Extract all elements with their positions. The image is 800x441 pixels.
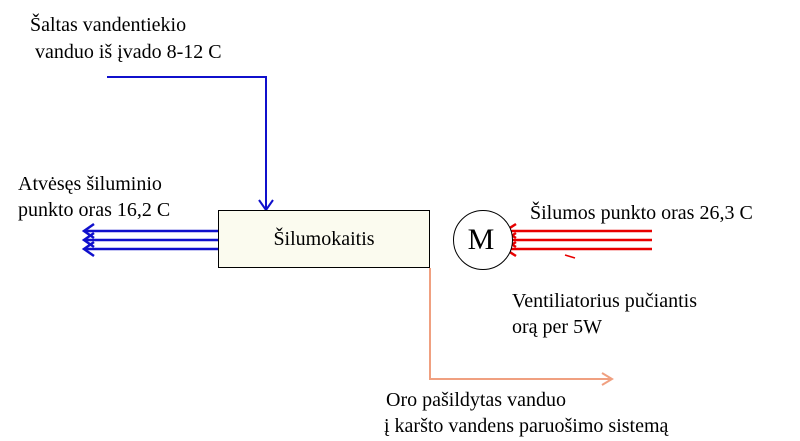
motor-label: M [467,223,495,256]
fan-label-line1: Ventiliatorius pučiantis [512,290,697,312]
cooled-air-label-line2: punkto oras 16,2 C [18,199,171,221]
warm-air-inlet-arrows [502,222,652,259]
heated-water-label-line1: Oro pašildytas vanduo [386,389,566,411]
cold-water-label-line2: vanduo iš įvado 8-12 C [35,41,222,63]
heated-water-label-line2: į karšto vandens paruošimo sistemą [384,415,669,437]
cooled-air-outlet-arrows [81,222,218,258]
fan-label-line2: orą per 5W [512,316,602,338]
heated-water-outlet-arrow [429,268,614,386]
motor-circle: M [453,210,513,270]
warm-air-label: Šilumos punkto oras 26,3 C [530,202,753,224]
cold-water-label-line1: Šaltas vandentiekio [30,14,187,36]
heat-exchanger-label: Šilumokaitis [273,227,375,250]
cooled-air-label-line1: Atvėsęs šiluminio [18,173,162,195]
heat-exchanger-box: Šilumokaitis [218,210,430,268]
